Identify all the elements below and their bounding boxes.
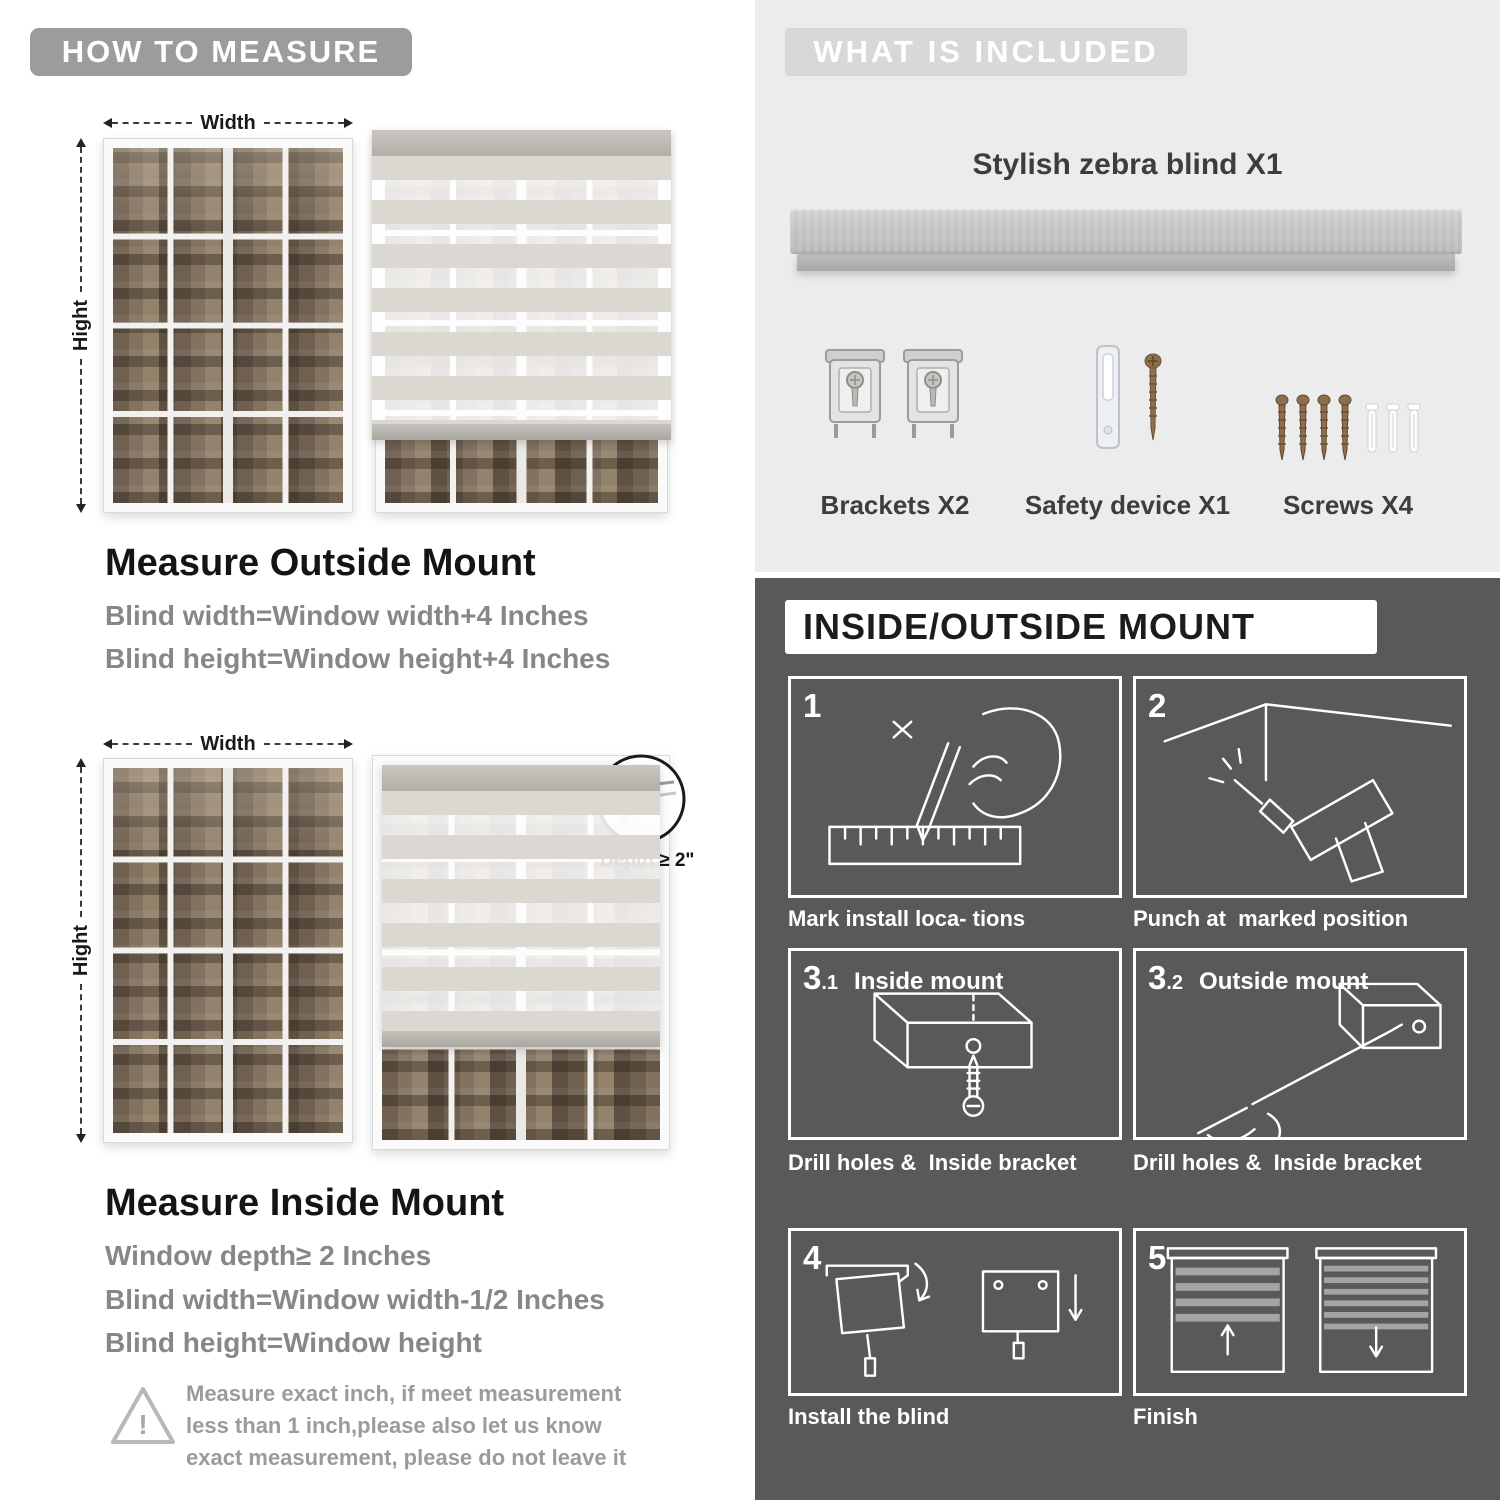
- step-number: 1: [803, 687, 822, 724]
- measure-note: Measure exact inch, if meet measurement …: [186, 1381, 627, 1470]
- zebra-blind: [382, 765, 660, 1047]
- window-pane-grid: [113, 768, 343, 1133]
- blind-headrail: [382, 765, 660, 791]
- step-caption-1: Mark install loca- tions: [788, 906, 1026, 931]
- step-caption-3-2: Drill holes & Inside bracket: [1133, 1150, 1422, 1175]
- screws-and-anchors-icon: [1275, 394, 1421, 461]
- step-panel-3-2: 3.2 Outside mount: [1133, 948, 1467, 1140]
- product-title: Stylish zebra blind X1: [972, 148, 1283, 181]
- dashed-line: [112, 122, 193, 124]
- height-label: Hight: [69, 924, 92, 977]
- height-label: Hight: [69, 299, 92, 352]
- blind-stripes: [372, 156, 671, 424]
- step-panel-1: 1: [788, 676, 1122, 898]
- arrow-right-icon: [344, 739, 354, 749]
- screws-label: Screws X4: [1282, 490, 1414, 520]
- step-number: 3.2 Outside mount: [1148, 959, 1369, 996]
- outside-bracket-drawing: [1197, 982, 1442, 1137]
- window-glass: [113, 768, 343, 1133]
- arrow-right-icon: [344, 118, 354, 128]
- arrow-down-icon: [76, 504, 86, 513]
- safety-device-label: Safety device X1: [1024, 490, 1231, 520]
- inside-height-rule: Blind height=Window height: [105, 1327, 482, 1358]
- screw-icon: [1275, 394, 1289, 461]
- window-pane-grid: [113, 148, 343, 503]
- width-arrow-outside: Width: [103, 111, 354, 134]
- window-illustration-inside: [103, 758, 353, 1143]
- width-arrow-inside: Width: [103, 732, 354, 755]
- step-caption-2: Punch at marked position: [1133, 906, 1409, 931]
- included-section: [755, 0, 1500, 572]
- step-caption-3-1: Drill holes & Inside bracket: [788, 1150, 1077, 1175]
- dashed-line: [263, 122, 345, 124]
- bracket-icon: [903, 349, 963, 438]
- mark-locations-drawing: [828, 707, 1062, 866]
- outside-mount-heading: Measure Outside Mount: [105, 542, 536, 584]
- screw-icon: [1317, 394, 1331, 461]
- screw-icon: [1296, 394, 1310, 461]
- step-panel-3-1: 3.1 Inside mount: [788, 948, 1122, 1140]
- step-panel-4: 4: [788, 1228, 1122, 1396]
- height-arrow-inside: Hight: [70, 758, 92, 1143]
- bracket-icon: [825, 349, 885, 438]
- dashed-line: [80, 147, 82, 292]
- brackets-label: Brackets X2: [820, 490, 970, 520]
- headrail-lip: [797, 254, 1455, 271]
- step-number: 2: [1148, 687, 1167, 724]
- wall-anchor-icon: [1365, 403, 1379, 453]
- inside-outside-mount-badge: INSIDE/OUTSIDE MOUNT: [785, 600, 1377, 654]
- step-panel-2: 2: [1133, 676, 1467, 898]
- svg-text:!: !: [138, 1409, 147, 1440]
- step-number: 5: [1148, 1239, 1167, 1276]
- blind-headrail: [372, 130, 671, 156]
- blind-stripes: [382, 791, 660, 1031]
- zebra-blind: [372, 130, 671, 440]
- outside-mount-blind-illustration: [372, 130, 671, 513]
- dashed-line: [80, 984, 82, 1134]
- arrow-left-icon: [103, 118, 112, 128]
- wall-anchor-icon: [1407, 403, 1421, 453]
- inside-mount-blind-illustration: [372, 755, 670, 1150]
- step-caption-5: Finish: [1133, 1404, 1198, 1429]
- width-label: Width: [200, 732, 256, 755]
- inside-mount-heading: Measure Inside Mount: [105, 1182, 505, 1224]
- dashed-line: [80, 767, 82, 917]
- dashed-line: [263, 743, 345, 745]
- screw-icon: [1338, 394, 1352, 461]
- drill-drawing: [1163, 703, 1453, 883]
- how-to-measure-badge: HOW TO MEASURE: [30, 28, 412, 76]
- finish-drawing: [1166, 1247, 1438, 1373]
- wall-anchor-icon: [1386, 403, 1400, 453]
- install-blind-drawing: [825, 1262, 1083, 1377]
- inside-bracket-drawing: [873, 992, 1033, 1117]
- step-number: 3.1 Inside mount: [803, 959, 1004, 996]
- blind-bottomrail: [372, 424, 671, 440]
- screw-icon: [1144, 353, 1162, 441]
- outside-height-rule: Blind height=Window height+4 Inches: [105, 643, 611, 674]
- safety-device-icon: [1096, 345, 1120, 449]
- step-panel-5: 5: [1133, 1228, 1467, 1396]
- arrow-up-icon: [76, 758, 86, 767]
- blind-bottomrail: [382, 1031, 660, 1047]
- step-caption-4: Install the blind: [788, 1404, 950, 1429]
- dashed-line: [112, 743, 193, 745]
- inside-depth-rule: Window depth≥ 2 Inches: [105, 1240, 432, 1271]
- headrail-image: [790, 208, 1462, 254]
- window-illustration-outside: [103, 138, 353, 513]
- outside-width-rule: Blind width=Window width+4 Inches: [105, 600, 589, 631]
- dashed-line: [80, 359, 82, 504]
- height-arrow-outside: Hight: [70, 138, 92, 513]
- arrow-left-icon: [103, 739, 112, 749]
- step-number: 4: [803, 1239, 822, 1276]
- inside-width-rule: Blind width=Window width-1/2 Inches: [105, 1284, 605, 1315]
- width-label: Width: [200, 111, 256, 134]
- what-is-included-badge: WHAT IS INCLUDED: [785, 28, 1187, 76]
- warning-triangle-icon: !: [111, 1387, 175, 1444]
- arrow-down-icon: [76, 1134, 86, 1143]
- window-glass: [113, 148, 343, 503]
- arrow-up-icon: [76, 138, 86, 147]
